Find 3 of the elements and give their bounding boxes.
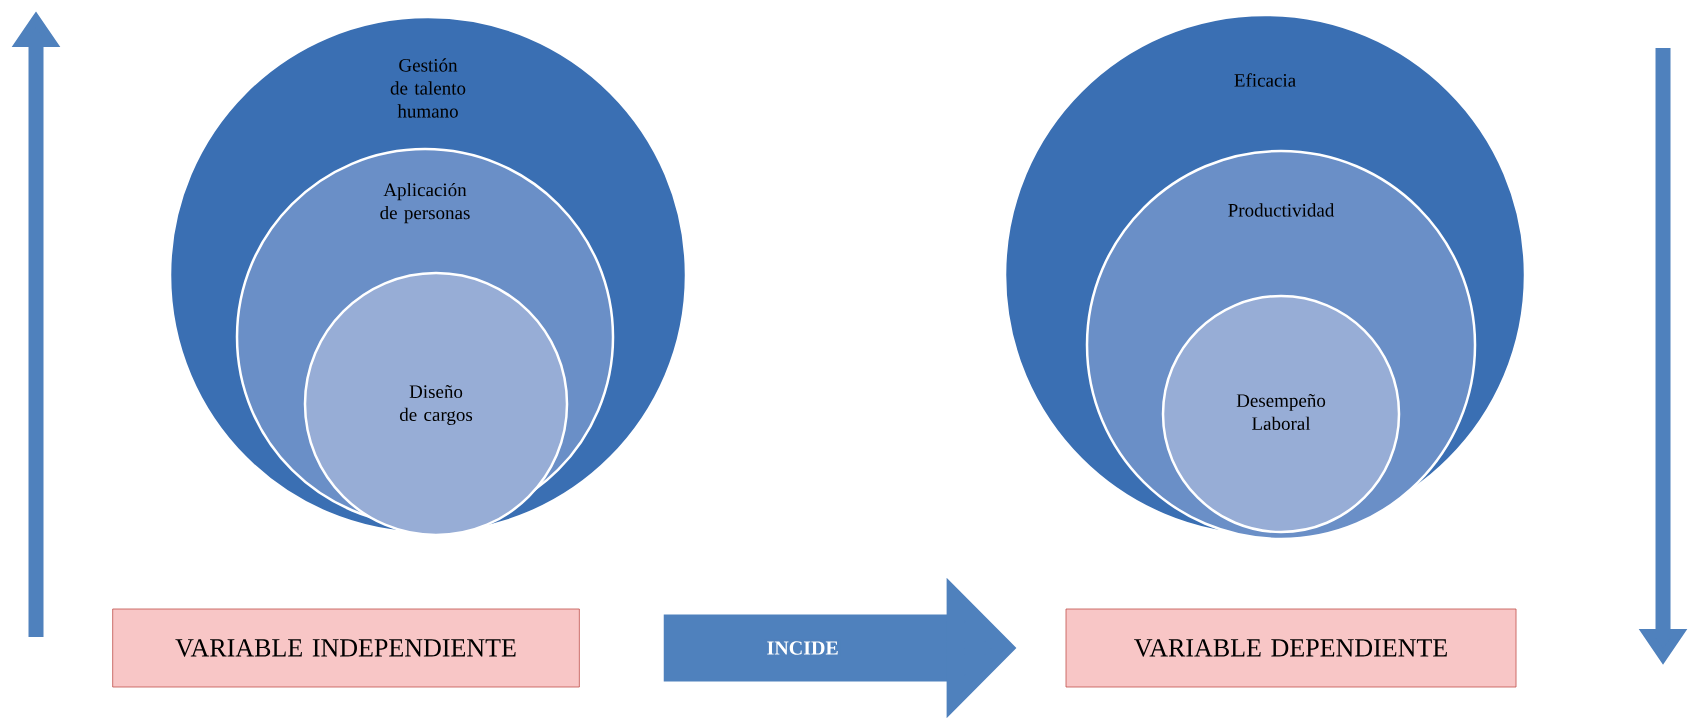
variable-box: VARIABLE DEPENDIENTE <box>1065 608 1517 688</box>
edge-label: INCIDE <box>764 639 841 657</box>
variable-box: VARIABLE INDEPENDIENTE <box>112 608 580 688</box>
